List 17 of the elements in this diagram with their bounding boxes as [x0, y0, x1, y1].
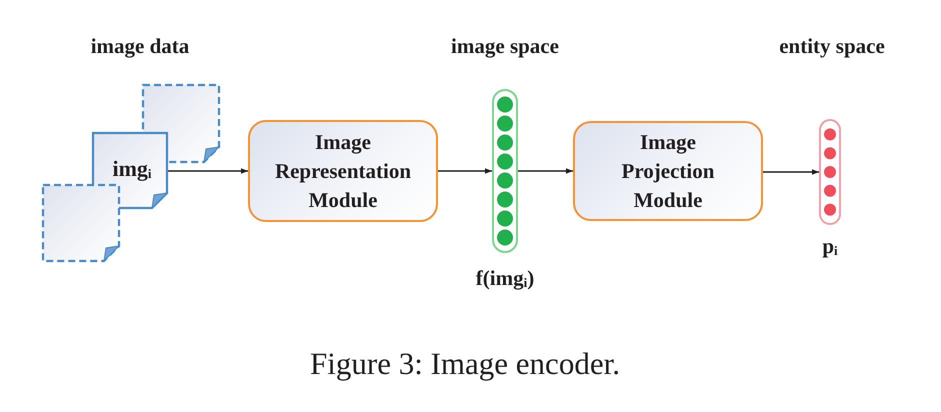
- vector-bar: [819, 119, 841, 225]
- document-label: img$_{i}$: [112, 154, 152, 183]
- arrow: [518, 168, 573, 174]
- process-box: [573, 121, 763, 221]
- section-heading: image data: [90, 34, 190, 59]
- vector-label: f(img$_{i}$): [476, 266, 534, 291]
- process-box: [248, 120, 438, 222]
- arrow: [438, 168, 492, 174]
- process-label: Image Projection Module: [620, 128, 716, 214]
- figure-caption: Figure 3: Image encoder.: [309, 346, 621, 382]
- arrow: [168, 168, 248, 174]
- process-label: Image Representation Module: [274, 128, 412, 214]
- vector-label: p$_{i}$: [822, 234, 838, 259]
- section-heading: entity space: [779, 34, 885, 59]
- section-heading: image space: [451, 34, 559, 59]
- arrow: [763, 169, 819, 175]
- vector-bar: [492, 89, 518, 253]
